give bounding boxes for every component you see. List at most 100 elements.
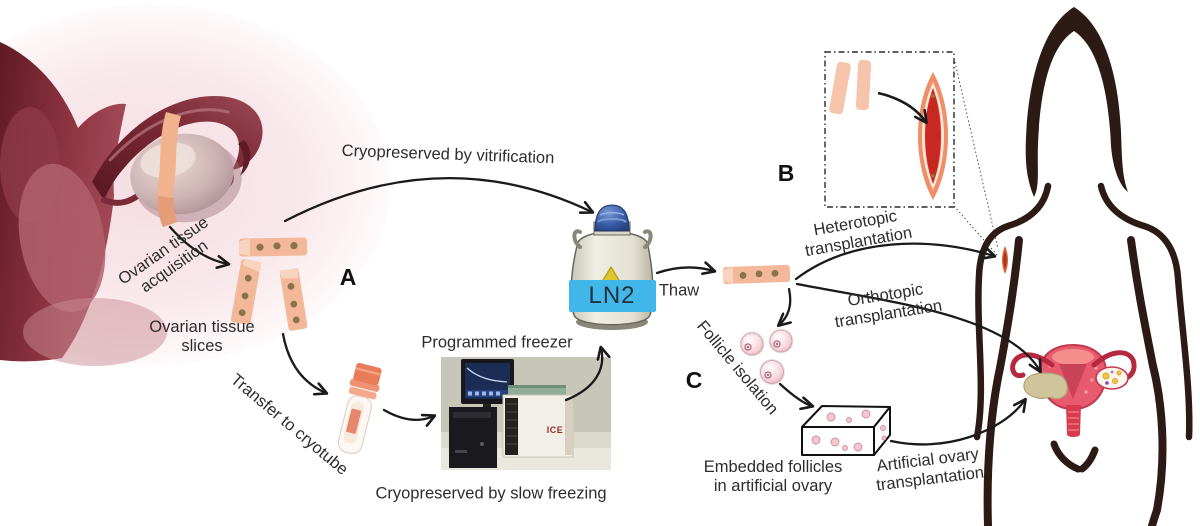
ln2-band [569,280,656,312]
tissue-slice-vertical-1 [230,259,261,325]
fimbria-curl [238,140,251,176]
slice-bevel [279,267,299,279]
programmed-freezer-photo [441,357,611,470]
uterine-cavity [1059,364,1087,399]
artificial-ovary-box [801,405,891,456]
screen-curve-graph [466,367,508,383]
tissue-strip-tail [157,196,177,227]
incision-mark-dot [931,174,935,178]
hair [1025,7,1128,197]
inset-leader-line-top [953,57,999,250]
arrow-heterotopic [794,242,994,281]
arrow-slices-to-cryotube [281,332,326,393]
screen-icons [468,391,500,396]
right-torso-line [1127,236,1167,526]
uterus-highlight [18,163,106,313]
arrow-follicles-to-box [778,382,812,406]
arrow-artificial-ovary [889,400,1025,446]
tissue-dot [241,292,249,300]
tissue-dot [771,269,779,277]
panel-label-a: A [339,263,357,290]
freezer-vent-strip [505,398,518,455]
cryotube-label-band [346,408,362,434]
isolated-follicles [739,328,794,385]
screen-toolbar [466,390,509,397]
tower-vent [453,412,491,418]
inset-leader-line-bottom [953,205,999,257]
slice-bevel [242,259,262,273]
label-ovarian-tissue-slices: Ovarian tissue slices [149,318,254,356]
label-programmed-freezer: Programmed freezer [421,333,573,352]
label-line: Embedded follicles [703,458,843,477]
tissue-dot [739,272,747,279]
panel-label-c: C [685,366,703,393]
cap-stripe [597,218,627,223]
uterus-illustration [1010,343,1137,437]
cryotube-illustration [337,362,382,455]
incision-inner [1003,251,1007,269]
label-line: slices [181,337,223,355]
tissue-dot [290,242,298,250]
slice-bevel [722,266,734,284]
incision-site-mark [1002,246,1008,274]
follicle [759,359,785,385]
dewar-handle-right [643,229,653,249]
cryotube-ring [349,378,380,392]
right-shoulder-arm [1097,182,1193,441]
tissue-slice-vertical-2 [279,268,308,331]
fundus-highlight [1052,349,1094,365]
freezer-lid-glass [508,385,566,396]
right-ovary-follicles [1102,370,1122,385]
cryotube-ring [348,386,377,400]
pubic-mark-right [1078,446,1099,473]
ln2-tank-text: LN2 [588,282,636,310]
freezer-logo-text: ICE [546,424,564,435]
dewar-handle-left [572,229,582,249]
slice-bevel [238,238,251,257]
tissue-slice-horizontal [238,237,308,257]
freezer-side-panel [565,398,573,455]
freezer-vent-slats [506,403,517,445]
tissue-dot [238,309,246,317]
inset-arrow [877,91,926,122]
left-torso-line [983,236,1023,526]
fallopian-tube-left [1010,352,1055,379]
body-silhouette [973,7,1193,526]
thawed-tissue-strip [722,264,791,285]
label-cryopreserved-slow-freezing: Cryopreserved by slow freezing [375,484,607,503]
tissue-dot [290,300,298,308]
tissue-dot [755,270,763,278]
cervix-striations [1068,411,1079,431]
pubic-mark-left [1050,440,1082,473]
ovarian-tissue-slices [230,237,308,331]
flow-arrows [168,176,1040,446]
inset-tissue-strip [855,59,872,111]
tissue-dot [256,243,264,251]
arrow-acquisition-to-slices [168,225,228,264]
label-line: Ovarian tissue [149,318,255,337]
label-thaw: Thaw [658,281,700,300]
cervix-canal [1066,405,1081,437]
left-ovary-anatomy-illustration [0,5,390,366]
incision-hatching [929,95,937,178]
inset-tissue-strip [829,61,851,115]
ln2-dewar-illustration [569,204,656,330]
arrow-orthotopic [795,282,1040,371]
cap-stripe [599,212,625,216]
heterotopic-inset-box [824,51,999,257]
fallopian-tube [92,96,263,200]
arrow-strip-to-follicles [779,287,790,325]
label-embedded-follicles: Embedded follicles in artificial ovary [704,458,843,496]
label-line: in artificial ovary [713,477,833,495]
tower-button [480,442,484,446]
arrow-vitrification-to-ln2 [283,176,592,223]
right-ovary [1095,366,1129,390]
arrow-freezer-to-ln2 [564,348,602,402]
freezer-lid-edge [508,385,566,388]
tower-slot [455,450,467,453]
tissue-dot [273,242,281,250]
panel-label-b: B [777,159,795,186]
cryotube-cap-ridge [355,367,382,376]
